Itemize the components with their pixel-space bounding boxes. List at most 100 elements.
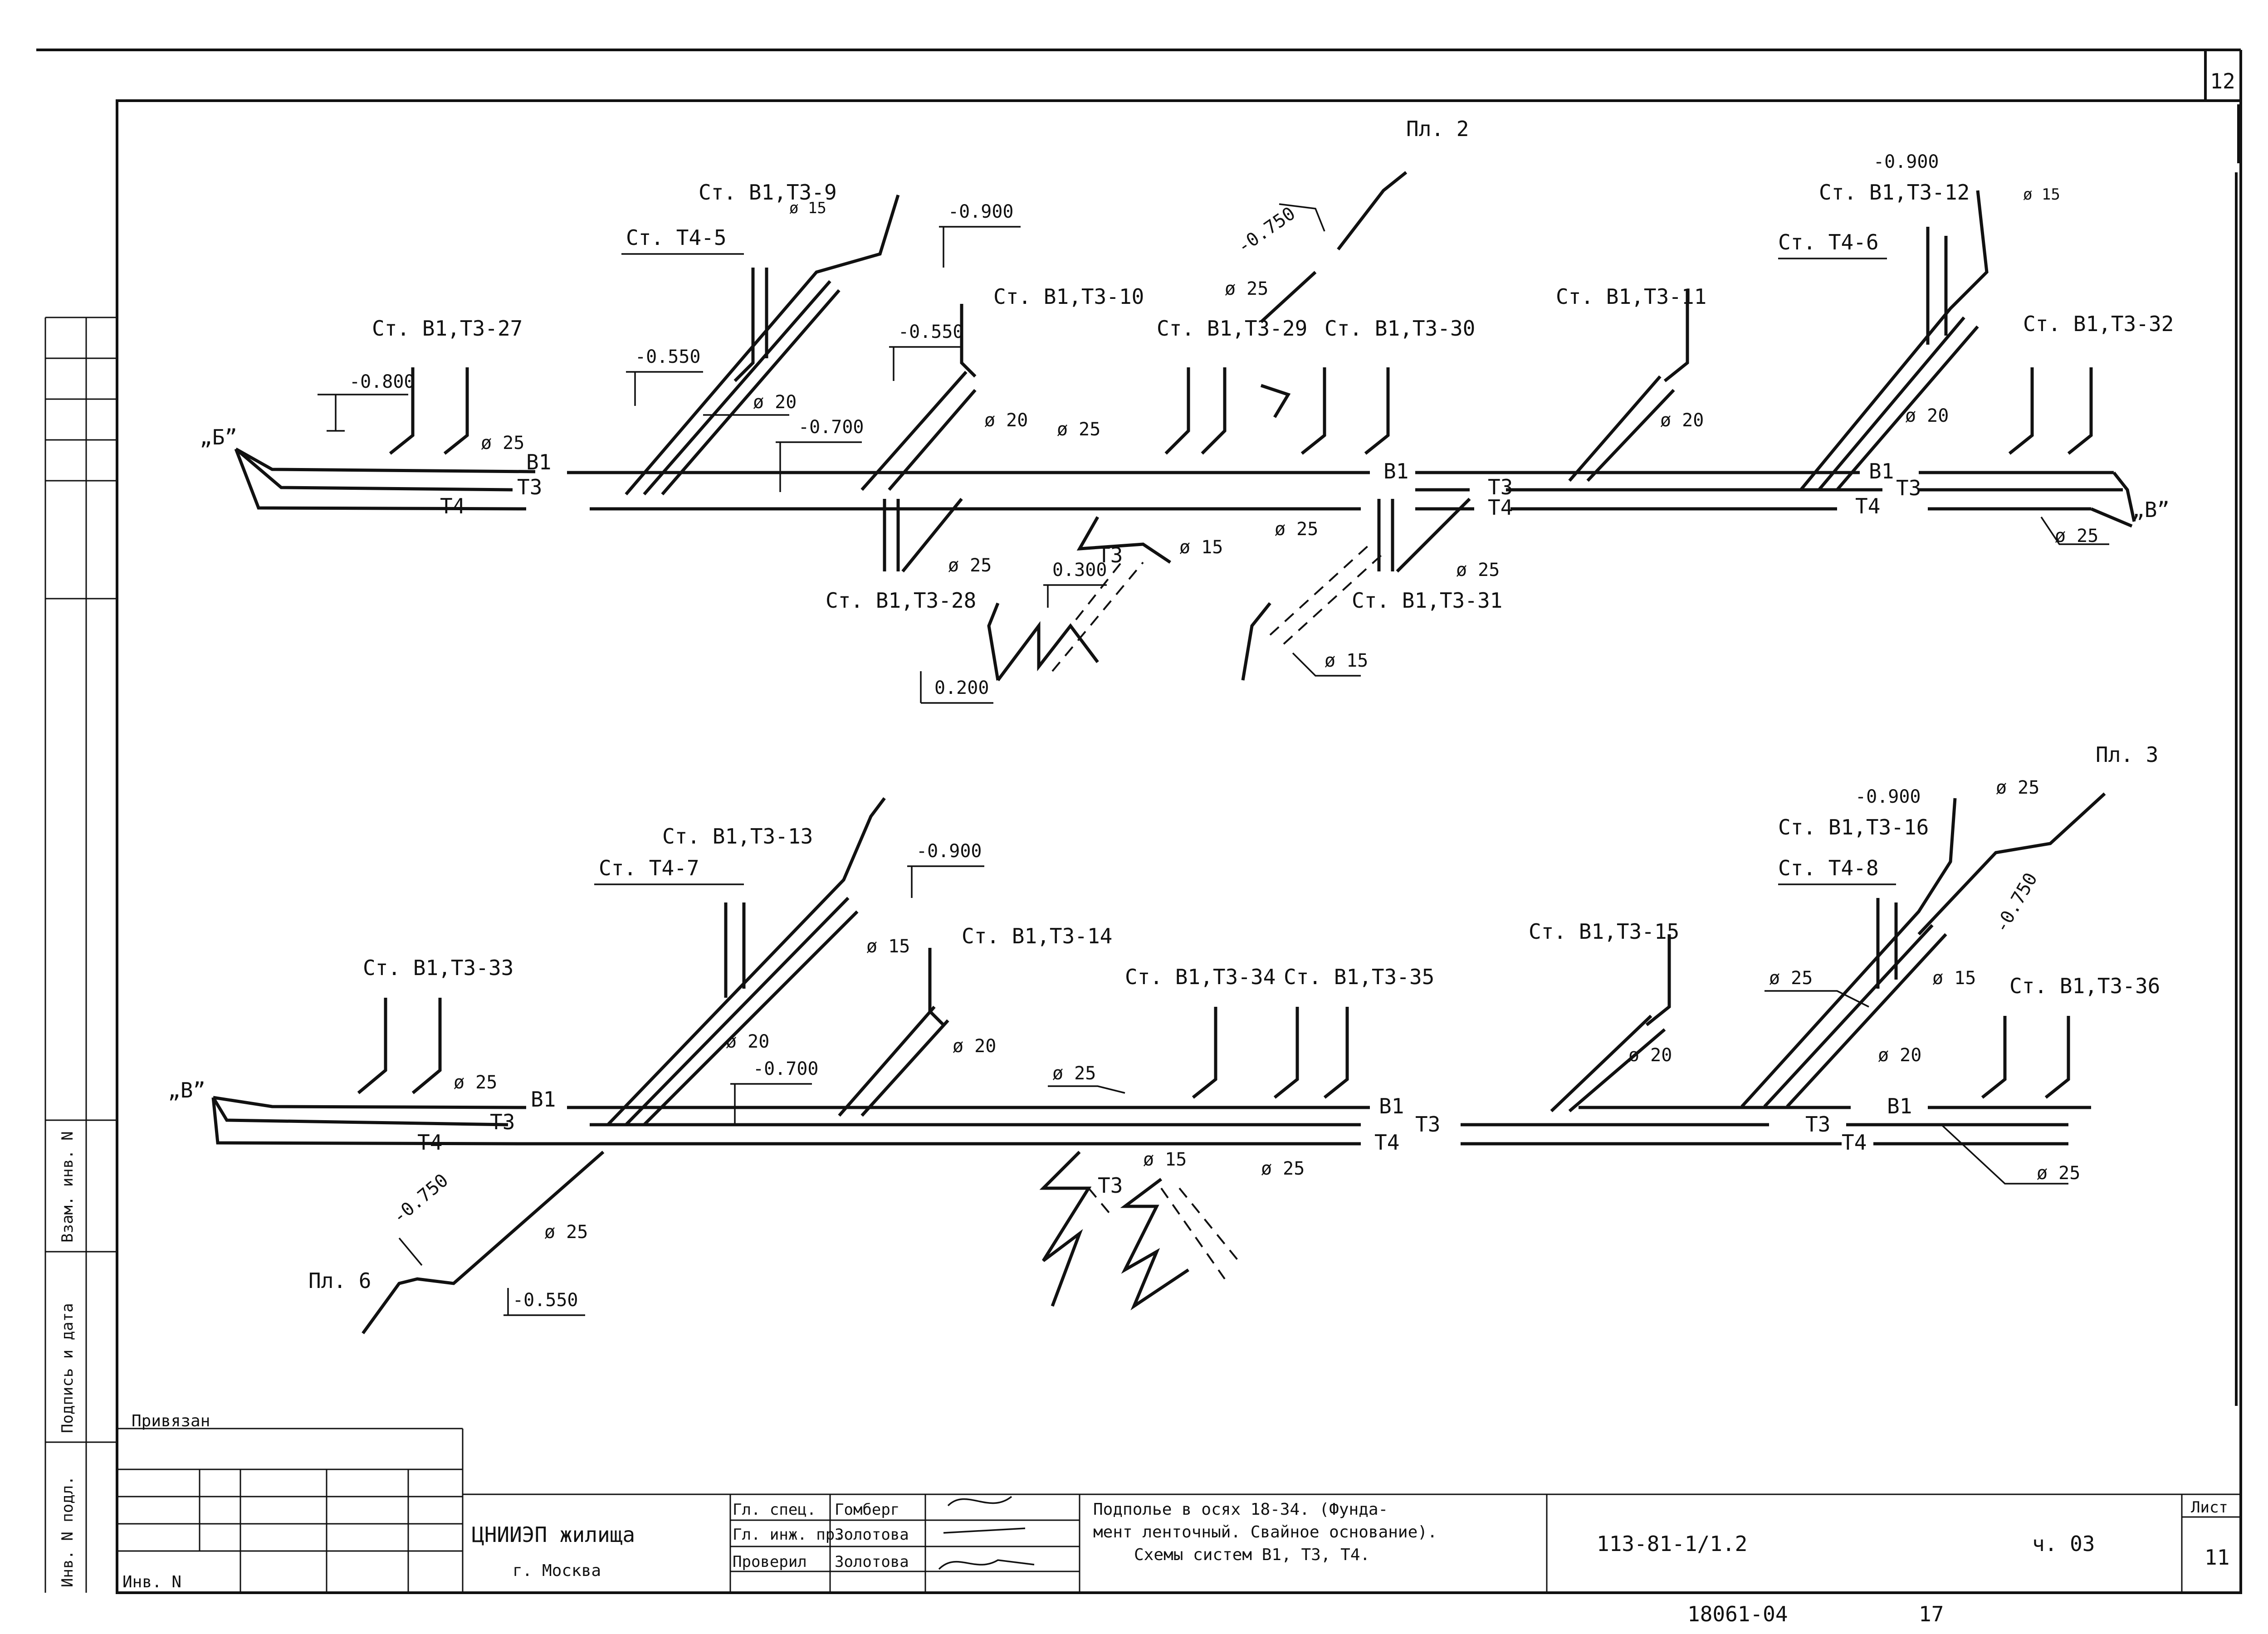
diam-20-r13: ø 20	[726, 1031, 769, 1052]
riser-b1t3-11: Ст. В1,Т3-11	[1556, 284, 1706, 309]
role-checked: Проверил	[733, 1553, 807, 1571]
diam-20-r10: ø 20	[984, 410, 1028, 431]
signatures	[938, 1496, 1035, 1570]
sheet-top-number: 12	[2210, 69, 2235, 93]
riser-b1t3-33: Ст. В1,Т3-33	[363, 956, 513, 980]
riser-t4-8: Ст. Т4-8	[1778, 856, 1879, 880]
line-b1-l3: В1	[1887, 1094, 1912, 1118]
level-m900-l: -0.900	[916, 841, 982, 862]
level-m550-l: -0.550	[513, 1290, 578, 1311]
diam-20-r9: ø 20	[753, 392, 797, 413]
riser-t4-7: Ст. Т4-7	[599, 856, 699, 880]
side-stamp: Взам. инв. N Подпись и дата Инв. N подл.	[44, 317, 117, 1593]
org-name: ЦНИИЭП жилища	[472, 1522, 635, 1547]
diam-25-r36: ø 25	[2037, 1163, 2080, 1184]
plan-title-3: Пл. 3	[2096, 742, 2158, 767]
line-t3-3: Т3	[1896, 476, 1921, 500]
diam-15-r13: ø 15	[866, 936, 910, 957]
org-city: г. Москва	[513, 1561, 601, 1580]
level-m550b: -0.550	[898, 322, 964, 342]
diam-15-r9: ø 15	[789, 199, 826, 217]
role-chief-spec: Гл. спец.	[733, 1501, 816, 1519]
riser-t4-5: Ст. Т4-5	[626, 225, 727, 250]
point-v-lower: „В”	[168, 1078, 205, 1102]
riser-b1t3-9: Ст. В1,Т3-9	[699, 180, 837, 205]
level-m550: -0.550	[635, 346, 701, 367]
level-p200: 0.200	[934, 678, 989, 698]
name-checked: Золотова	[835, 1553, 909, 1571]
diam-25-r28: ø 25	[948, 555, 992, 576]
diam-25-r33: ø 25	[454, 1072, 497, 1093]
riser-b1t3-14: Ст. В1,Т3-14	[962, 924, 1112, 948]
sheet-header: Лист	[2191, 1498, 2228, 1517]
diam-15-r31: ø 15	[1325, 650, 1368, 671]
level-m700-l: -0.700	[753, 1058, 819, 1079]
drawing-code: 113-81-1/1.2	[1597, 1532, 1747, 1556]
level-m750-l: -0.750	[389, 1170, 452, 1228]
diam-25-r30: ø 25	[1275, 519, 1318, 540]
riser-b1t3-28: Ст. В1,Т3-28	[826, 588, 976, 613]
bottom-note: 18061-04	[1687, 1602, 1788, 1626]
riser-b1t3-31: Ст. В1,Т3-31	[1352, 588, 1502, 613]
riser-b1t3-35: Ст. В1,Т3-35	[1284, 965, 1434, 989]
line-t3-2: Т3	[1488, 475, 1513, 499]
diam-20-r14: ø 20	[953, 1036, 996, 1057]
riser-b1t3-30: Ст. В1,Т3-30	[1325, 316, 1475, 341]
diam-25-main: ø 25	[1057, 419, 1100, 440]
title-block: Привязан Инв. N ЦНИИЭП жилища г. Москва …	[117, 1412, 2241, 1593]
diam-25-r35: ø 25	[1261, 1158, 1305, 1179]
drawing-title-1: Подполье в осях 18-34. (Фунда-	[1093, 1500, 1388, 1519]
line-t3-l3: Т3	[1805, 1112, 1830, 1136]
diam-25-r31: ø 25	[1456, 560, 1500, 580]
riser-b1t3-12: Ст. В1,Т3-12	[1819, 180, 1970, 205]
diam-25-r27: ø 25	[481, 433, 524, 454]
level-m900b-l: -0.900	[1855, 786, 1921, 807]
line-t4-l1: Т4	[417, 1130, 442, 1155]
stamp-signature-date: Подпись и дата	[59, 1303, 77, 1433]
level-m750b-l: -0.750	[1991, 869, 2042, 937]
riser-b1t3-36: Ст. В1,Т3-36	[2009, 974, 2160, 998]
diam-25-r32: ø 25	[2055, 526, 2098, 546]
point-b: „Б”	[200, 425, 237, 449]
riser-b1t3-13: Ст. В1,Т3-13	[662, 824, 813, 849]
diam-20-r11: ø 20	[1660, 410, 1704, 431]
line-t3-l1: Т3	[490, 1110, 515, 1134]
diam-20-r12: ø 20	[1905, 405, 1949, 426]
drawing-part: ч. 03	[2032, 1532, 2095, 1556]
plan-title-2: Пл. 2	[1406, 117, 1469, 141]
line-b1-l1: В1	[531, 1087, 556, 1112]
stamp-replace-inv: Взам. инв. N	[59, 1131, 77, 1243]
diam-15-r16: ø 15	[1932, 968, 1976, 989]
riser-b1t3-29: Ст. В1,Т3-29	[1157, 316, 1307, 341]
point-v: „В”	[2132, 498, 2170, 522]
riser-b1t3-15: Ст. В1,Т3-15	[1529, 919, 1679, 944]
diam-15-center: ø 15	[1179, 537, 1223, 558]
diam-15-r12: ø 15	[2023, 185, 2060, 204]
diam-25-pl6: ø 25	[544, 1222, 588, 1243]
diam-15-l-center: ø 15	[1143, 1149, 1187, 1170]
line-t4-2: Т4	[1488, 495, 1513, 520]
diam-25-r34: ø 25	[1052, 1063, 1096, 1084]
riser-b1t3-32: Ст. В1,Т3-32	[2023, 312, 2174, 336]
line-t3-center: Т3	[1098, 543, 1123, 567]
diam-25-r16b: ø 25	[1769, 968, 1813, 989]
plan-lower: Пл. 3 „В” В1 Т3 Т4 В1 Т3 Т4 В1 Т3 Т4 Ст.…	[168, 742, 2160, 1335]
line-t4-l2: Т4	[1374, 1130, 1399, 1155]
riser-b1t3-16: Ст. В1,Т3-16	[1778, 815, 1929, 839]
level-m900: -0.900	[948, 201, 1014, 222]
diam-20-r16: ø 20	[1878, 1045, 1921, 1066]
level-m800: -0.800	[349, 371, 415, 392]
line-t3-l-center: Т3	[1098, 1173, 1123, 1198]
sheet-number: 11	[2204, 1545, 2229, 1570]
name-chief-eng: Золотова	[835, 1526, 909, 1544]
diam-25-r16: ø 25	[1996, 777, 2039, 798]
line-t3-l2: Т3	[1415, 1112, 1440, 1136]
level-m750: -0.750	[1233, 203, 1299, 258]
level-m700: -0.700	[798, 417, 864, 438]
line-t4-1: Т4	[440, 494, 465, 518]
level-m900b: -0.900	[1873, 151, 1939, 172]
stamp-inv-original: Инв. N подл.	[59, 1476, 77, 1587]
bound-label: Привязан	[132, 1412, 210, 1430]
line-b1-l2: В1	[1379, 1094, 1404, 1118]
